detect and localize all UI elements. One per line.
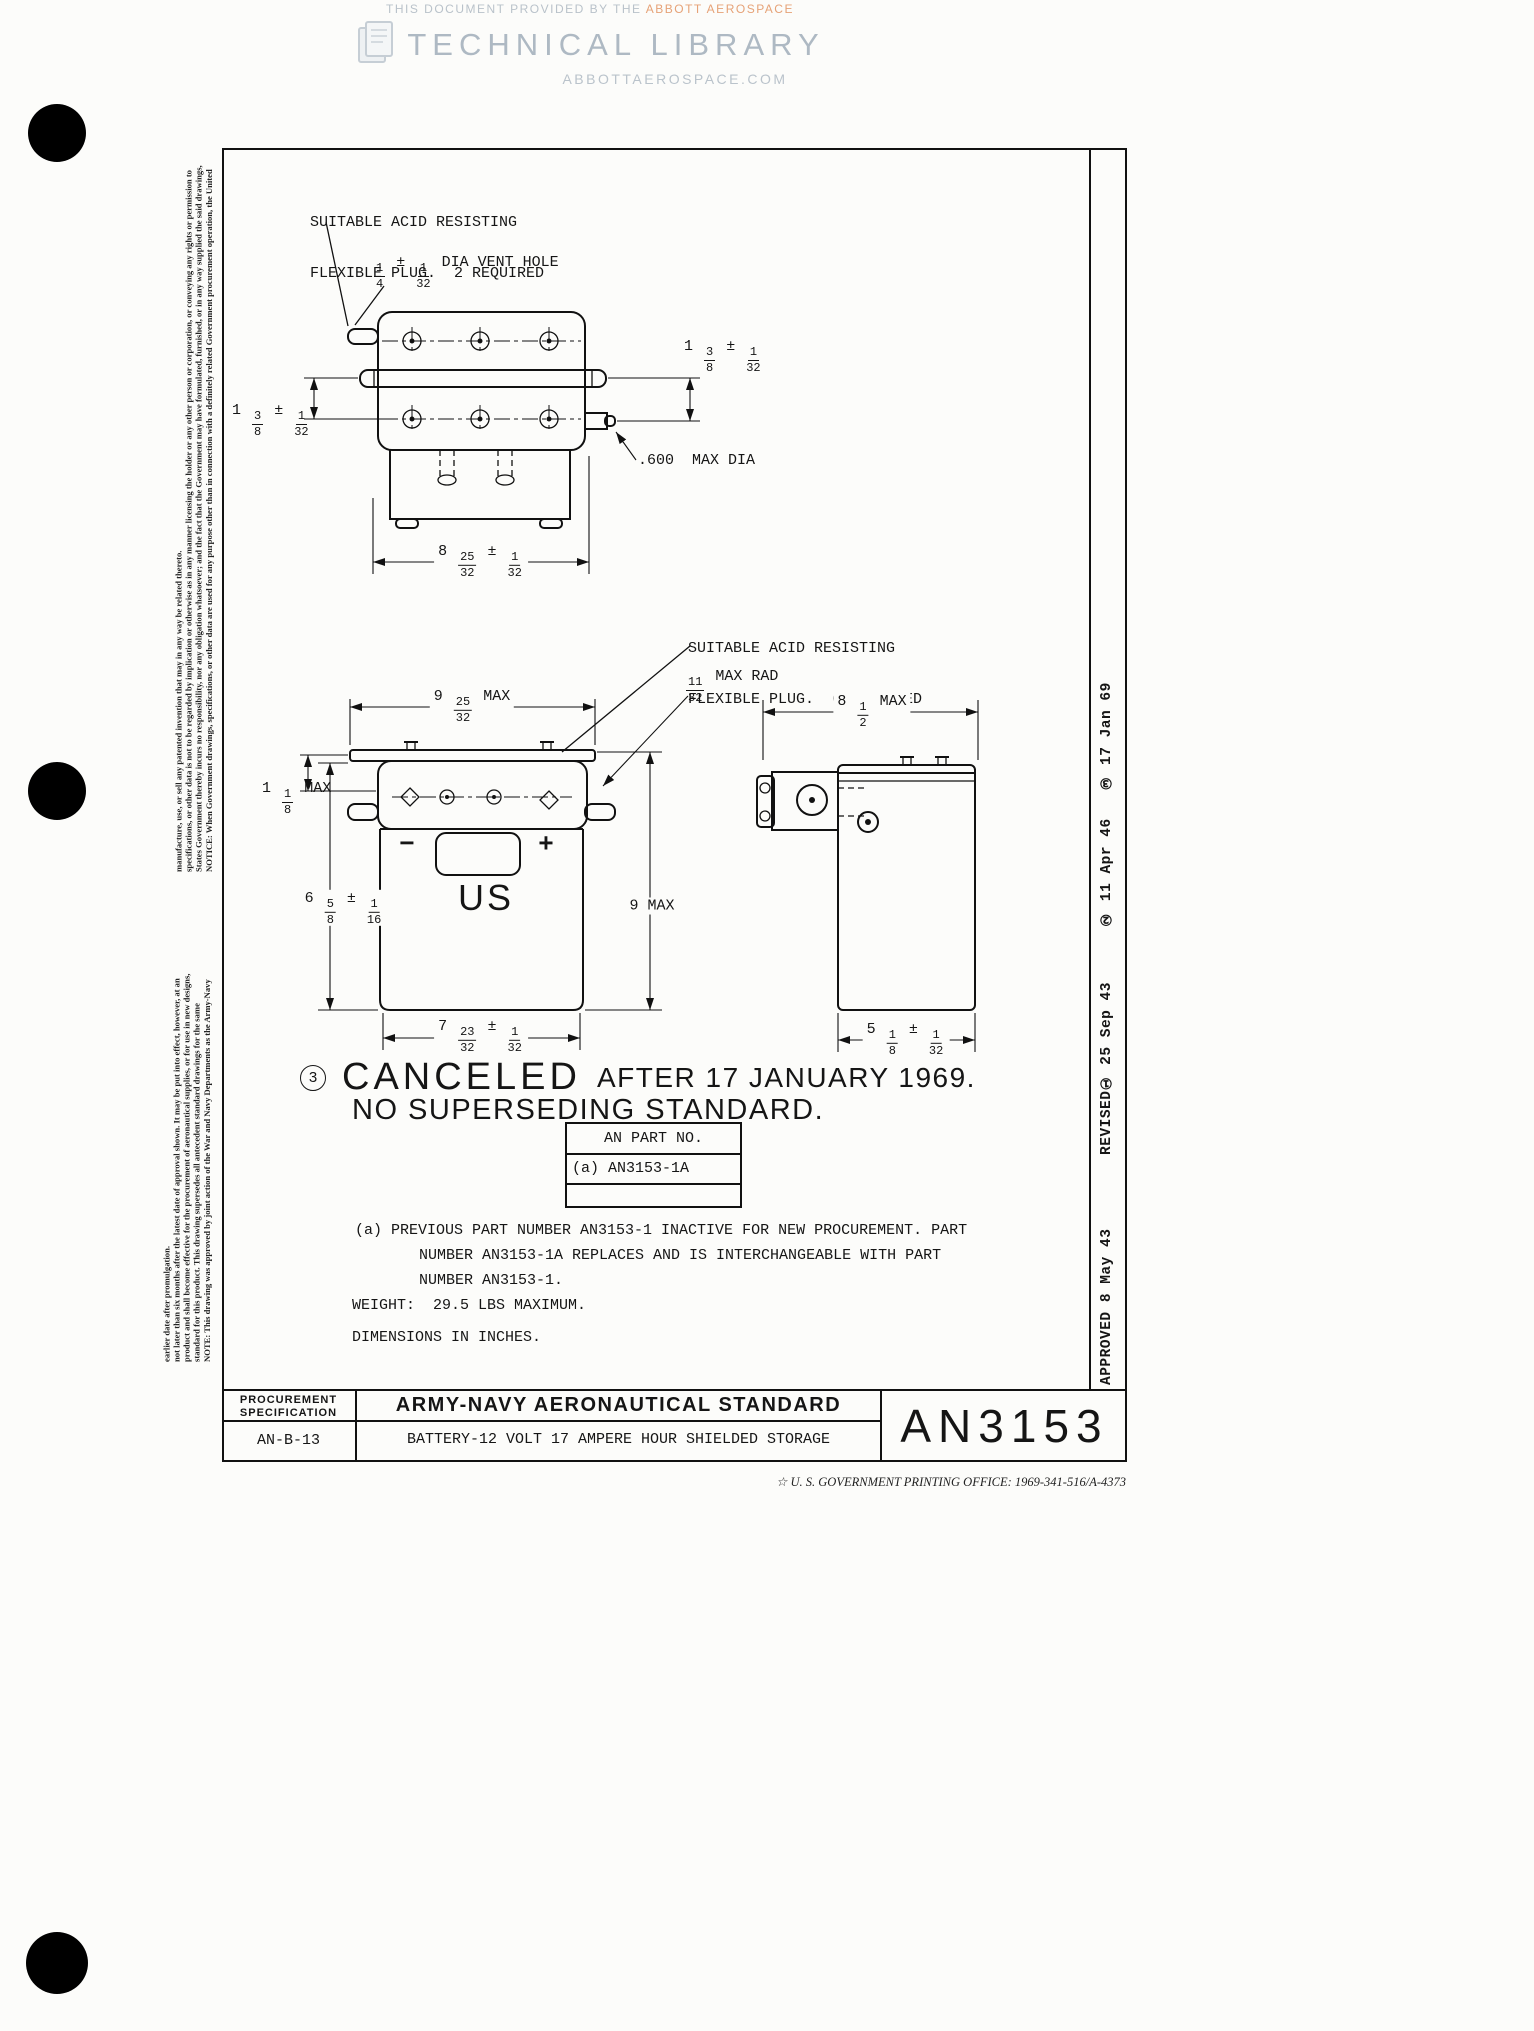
procurement-label-line1: PROCUREMENT [239, 1394, 338, 1406]
drawing-number: AN3153 [900, 1400, 1109, 1452]
watermark-provided-text: THIS DOCUMENT PROVIDED BY THE [386, 2, 646, 16]
terminal-max-dia: .600 MAX DIA [638, 452, 756, 469]
revision-strip-divider [1089, 148, 1091, 1389]
part-table-empty-row [567, 1185, 740, 1206]
note-a-line3: NUMBER AN3153-1. [419, 1272, 564, 1289]
procurement-spec-value: AN-B-13 [256, 1432, 320, 1449]
part-number-table: AN PART NO. (a) AN3153-1A [565, 1122, 742, 1208]
canceled-note-line2: NO SUPERSEDING STANDARD. [352, 1094, 825, 1126]
drawing-title: BATTERY-12 VOLT 17 AMPERE HOUR SHIELDED … [406, 1431, 831, 1448]
title-block-mid-line [222, 1420, 880, 1422]
title-block-vline-1 [355, 1389, 357, 1462]
dimensions-note: DIMENSIONS IN INCHES. [352, 1329, 542, 1346]
canceled-word: CANCELED [342, 1056, 581, 1098]
revision-strip-text: APPROVED 8 May 43 REVISED① 25 Sep 43 ② 1… [1099, 682, 1115, 1385]
printing-office-note: ☆ U. S. GOVERNMENT PRINTING OFFICE: 1969… [776, 1475, 1126, 1489]
minus-terminal-mark: − [399, 827, 415, 858]
margin-notice-block: NOTICE: When Government drawings, specif… [158, 150, 214, 872]
note-a-line2: NUMBER AN3153-1A REPLACES AND IS INTERCH… [419, 1247, 942, 1264]
procurement-label-line2: SPECIFICATION [239, 1407, 338, 1419]
watermark-provided-by: THIS DOCUMENT PROVIDED BY THE ABBOTT AER… [380, 2, 800, 16]
revision-3-marker: 3 [300, 1064, 326, 1091]
watermark-provider-text: ABBOTT AEROSPACE [645, 2, 794, 16]
weight-note: WEIGHT: 29.5 LBS MAXIMUM. [352, 1297, 587, 1314]
punch-hole-top [28, 104, 86, 162]
part-table-row: (a) AN3153-1A [567, 1155, 740, 1185]
watermark: THIS DOCUMENT PROVIDED BY THE ABBOTT AER… [358, 2, 819, 87]
margin-notice-text: NOTICE: When Government drawings, specif… [173, 165, 214, 872]
punch-hole-middle [28, 762, 86, 820]
revision-strip: APPROVED 8 May 43 REVISED① 25 Sep 43 ② 1… [1091, 640, 1124, 1385]
plus-terminal-mark: + [538, 827, 554, 858]
procurement-spec-label: PROCUREMENT SPECIFICATION [222, 1394, 355, 1420]
standard-name: ARMY-NAVY AERONAUTICAL STANDARD [395, 1394, 842, 1416]
drawing-border-frame [222, 148, 1127, 1462]
margin-note-block: NOTE: This drawing was approved by joint… [150, 972, 212, 1362]
front-view-plug-callout: SUITABLE ACID RESISTING FLEXIBLE PLUG. 6… [688, 606, 922, 742]
note-a: (a) PREVIOUS PART NUMBER AN3153-1 INACTI… [355, 1218, 967, 1293]
canceled-note-line1: 3 CANCELED AFTER 17 JANUARY 1969. [300, 1056, 976, 1099]
punch-hole-bottom [26, 1932, 88, 1994]
us-marking: US [457, 877, 515, 918]
top-view-plug-callout: SUITABLE ACID RESISTING FLEXIBLE PLUG. 2… [310, 180, 544, 316]
part-table-header: AN PART NO. [567, 1124, 740, 1155]
plug-callout-line1: SUITABLE ACID RESISTING [310, 214, 518, 231]
library-stack-icon [355, 18, 397, 71]
front-view-max-height-dim: 9 MAX [625, 897, 679, 915]
title-block-top-line [222, 1389, 1127, 1391]
note-a-line1: (a) PREVIOUS PART NUMBER AN3153-1 INACTI… [355, 1222, 968, 1239]
margin-note-text: NOTE: This drawing was approved by joint… [161, 973, 212, 1362]
watermark-title: TECHNICAL LIBRARY [407, 26, 825, 62]
watermark-url: ABBOTTAEROSPACE.COM [562, 71, 788, 87]
canceled-date-text: AFTER 17 JANUARY 1969. [596, 1061, 976, 1093]
title-block-vline-2 [880, 1389, 882, 1462]
plug6-callout-line1: SUITABLE ACID RESISTING [688, 640, 896, 657]
